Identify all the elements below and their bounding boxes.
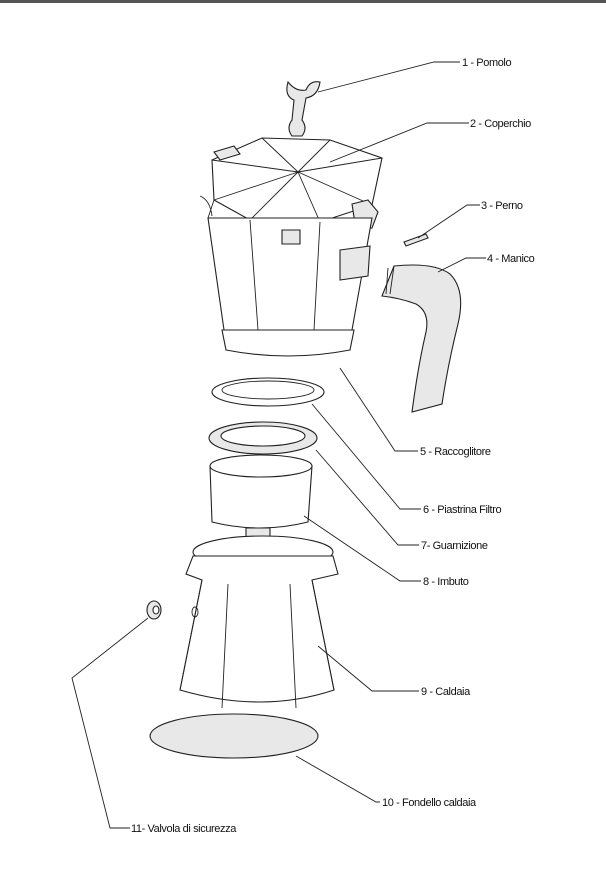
label-3: 3 - Perno	[481, 200, 523, 212]
label-4: 4 - Manico	[487, 253, 535, 265]
label-9: 9 - Caldaia	[421, 686, 471, 698]
label-7: 7- Guarnizione	[421, 540, 488, 552]
label-8: 8 - Imbuto	[423, 576, 469, 588]
label-6: 6 - Piastrina Filtro	[423, 504, 501, 516]
part-boiler	[179, 535, 339, 709]
part-pin	[403, 233, 429, 247]
label-5: 5 - Raccoglitore	[420, 446, 491, 458]
label-11: 11- Valvola di sicurezza	[131, 823, 237, 835]
part-handle	[381, 264, 462, 413]
top-border	[0, 0, 606, 3]
part-filter-plate	[211, 377, 325, 407]
part-collector	[199, 195, 373, 357]
label-2: 2 - Coperchio	[470, 118, 531, 130]
part-base	[149, 713, 319, 759]
part-safety-valve	[146, 600, 162, 620]
label-1: 1 - Pomolo	[462, 57, 511, 69]
part-gasket	[208, 421, 318, 455]
part-knob	[286, 80, 321, 137]
leader-lines	[71, 61, 486, 829]
label-10: 10 - Fondello caldaia	[382, 797, 477, 809]
